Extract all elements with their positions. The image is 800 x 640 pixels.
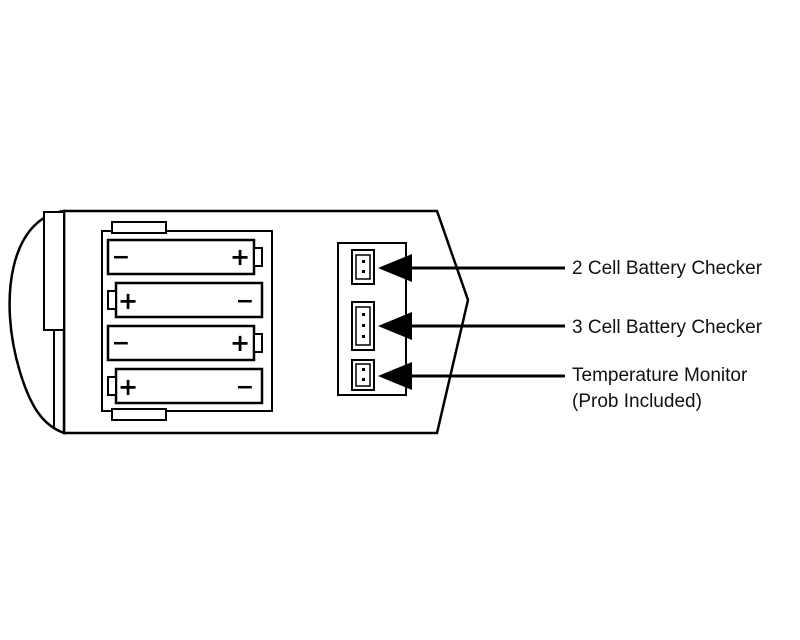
label-2-cell-battery-checker: 2 Cell Battery Checker (572, 258, 763, 279)
battery-4-right-terminal: − (236, 375, 254, 400)
connector-3cell-pin (362, 335, 365, 338)
label-temperature-monitor: Temperature Monitor (572, 365, 748, 386)
battery-2: + − (107, 281, 264, 319)
connector-temperature[interactable] (351, 359, 375, 391)
battery-3-left-terminal: − (112, 331, 130, 356)
connector-3cell[interactable] (351, 301, 375, 351)
label-probe-included: (Prob Included) (572, 391, 702, 412)
battery-2-right-terminal: − (236, 289, 254, 314)
battery-3: − + (106, 324, 263, 362)
connector-2cell-pin (362, 260, 365, 263)
battery-clip-top (111, 221, 167, 234)
arrow-3cell (378, 312, 565, 340)
connector-temperature-pin (362, 368, 365, 371)
device-slot (43, 211, 65, 331)
battery-4-left-terminal: + (118, 373, 138, 401)
battery-2-left-terminal: + (118, 287, 138, 315)
label-3-cell-battery-checker: 3 Cell Battery Checker (572, 317, 763, 338)
connector-3cell-pin (362, 313, 365, 316)
battery-1-right-terminal: + (230, 243, 250, 271)
battery-3-right-terminal: + (230, 329, 250, 357)
arrow-temperature (378, 362, 565, 390)
connector-2cell[interactable] (351, 249, 375, 285)
arrow-2cell (378, 254, 565, 282)
connector-3cell-pin (362, 324, 365, 327)
battery-1-left-terminal: − (112, 245, 130, 270)
connector-temperature-pin (362, 378, 365, 381)
battery-1: − + (106, 238, 263, 276)
connector-2cell-pin (362, 270, 365, 273)
battery-4: + − (107, 367, 264, 405)
battery-clip-bottom (111, 408, 167, 421)
